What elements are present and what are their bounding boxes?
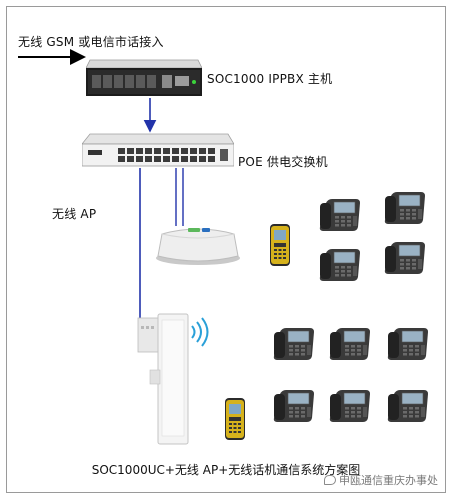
wireless-handset-2 — [225, 398, 245, 440]
poe-switch-device — [82, 133, 234, 167]
outdoor-ap-device — [137, 313, 209, 445]
ip-phone — [316, 197, 362, 233]
watermark: 申瓯通信重庆办事处 — [324, 472, 438, 488]
input-label: 无线 GSM 或电信市话接入 — [18, 35, 164, 49]
ceiling-ap-device — [156, 228, 240, 265]
wireless-ap-label: 无线 AP — [52, 207, 97, 221]
poe-switch-label: POE 供电交换机 — [238, 155, 328, 169]
ip-phone — [316, 247, 362, 283]
ip-phone — [384, 388, 430, 424]
ip-phone — [384, 326, 430, 362]
wireless-handset-1 — [270, 224, 290, 266]
watermark-text: 申瓯通信重庆办事处 — [339, 474, 438, 487]
ippbx-label: SOC1000 IPPBX 主机 — [207, 72, 333, 86]
ip-phone — [381, 240, 427, 276]
diagram-caption: SOC1000UC+无线 AP+无线话机通信系统方案图 — [91, 463, 361, 477]
ip-phone — [381, 190, 427, 226]
ip-phone — [270, 326, 316, 362]
ip-phone — [326, 326, 372, 362]
ip-phone — [270, 388, 316, 424]
chat-bubble-icon — [324, 475, 336, 485]
ippbx-host-device — [86, 59, 202, 96]
ip-phone — [326, 388, 372, 424]
